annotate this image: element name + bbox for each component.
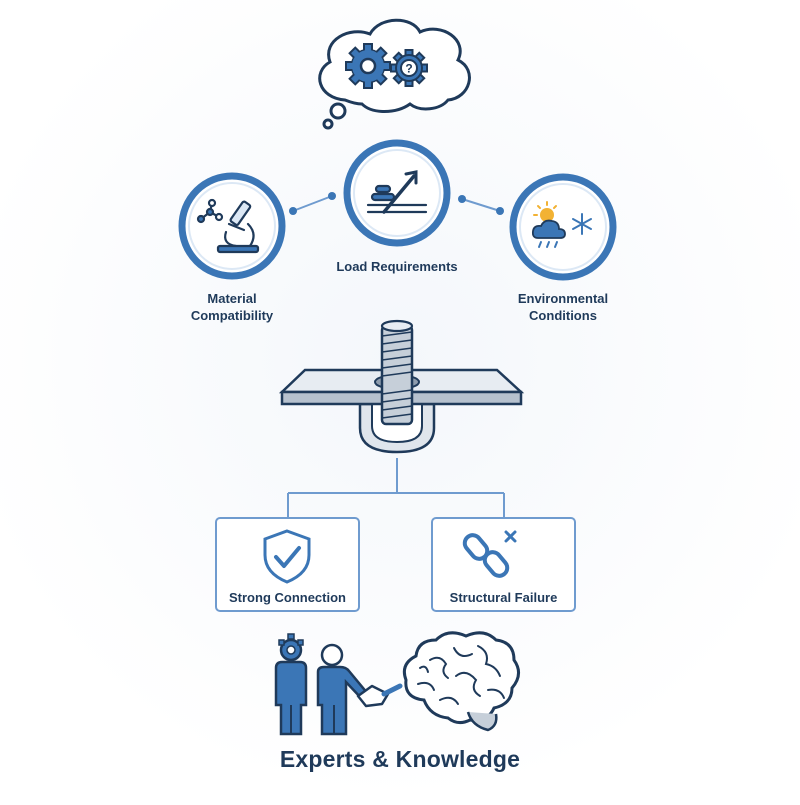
material-compatibility-node — [178, 172, 286, 280]
strong-connection-label: Strong Connection — [229, 590, 346, 605]
shield-check-icon — [263, 529, 311, 584]
gear-icon — [345, 43, 391, 89]
footer-title: Experts & Knowledge — [279, 746, 521, 772]
environment-label-line1: Environmental — [517, 291, 609, 306]
gear-question-icon: ? — [390, 49, 428, 87]
factor-connectors — [289, 192, 504, 215]
gear-head-icon — [278, 633, 304, 646]
strong-connection-box — [215, 517, 360, 612]
bolt-plate-illustration — [278, 319, 525, 454]
weather-sun-cloud-snow-icon — [531, 201, 592, 248]
structural-failure-box — [431, 517, 576, 612]
broken-chain-icon — [462, 530, 517, 578]
microscope-molecule-icon — [196, 198, 260, 254]
environmental-conditions-node — [509, 173, 617, 281]
outcome-connector — [287, 458, 505, 518]
brain-icon — [402, 631, 520, 732]
expert-person-icon — [274, 633, 308, 736]
material-label-line1: Material — [207, 291, 257, 306]
load-growth-arrow-icon — [366, 170, 428, 214]
svg-text:?: ? — [405, 62, 412, 76]
environmental-conditions-label: Environmental Conditions — [488, 290, 638, 324]
thought-bubble: ? — [318, 18, 471, 130]
structural-failure-label: Structural Failure — [449, 590, 558, 605]
material-compatibility-label: Material Compatibility — [162, 290, 302, 324]
load-requirements-node — [343, 139, 451, 247]
load-requirements-label: Load Requirements — [336, 259, 458, 274]
handshake-icon — [356, 683, 403, 708]
material-label-line2: Compatibility — [190, 308, 274, 323]
environment-label-line2: Conditions — [529, 308, 597, 323]
expert-person-icon-2 — [316, 643, 370, 736]
experts-figure-group — [274, 631, 520, 736]
